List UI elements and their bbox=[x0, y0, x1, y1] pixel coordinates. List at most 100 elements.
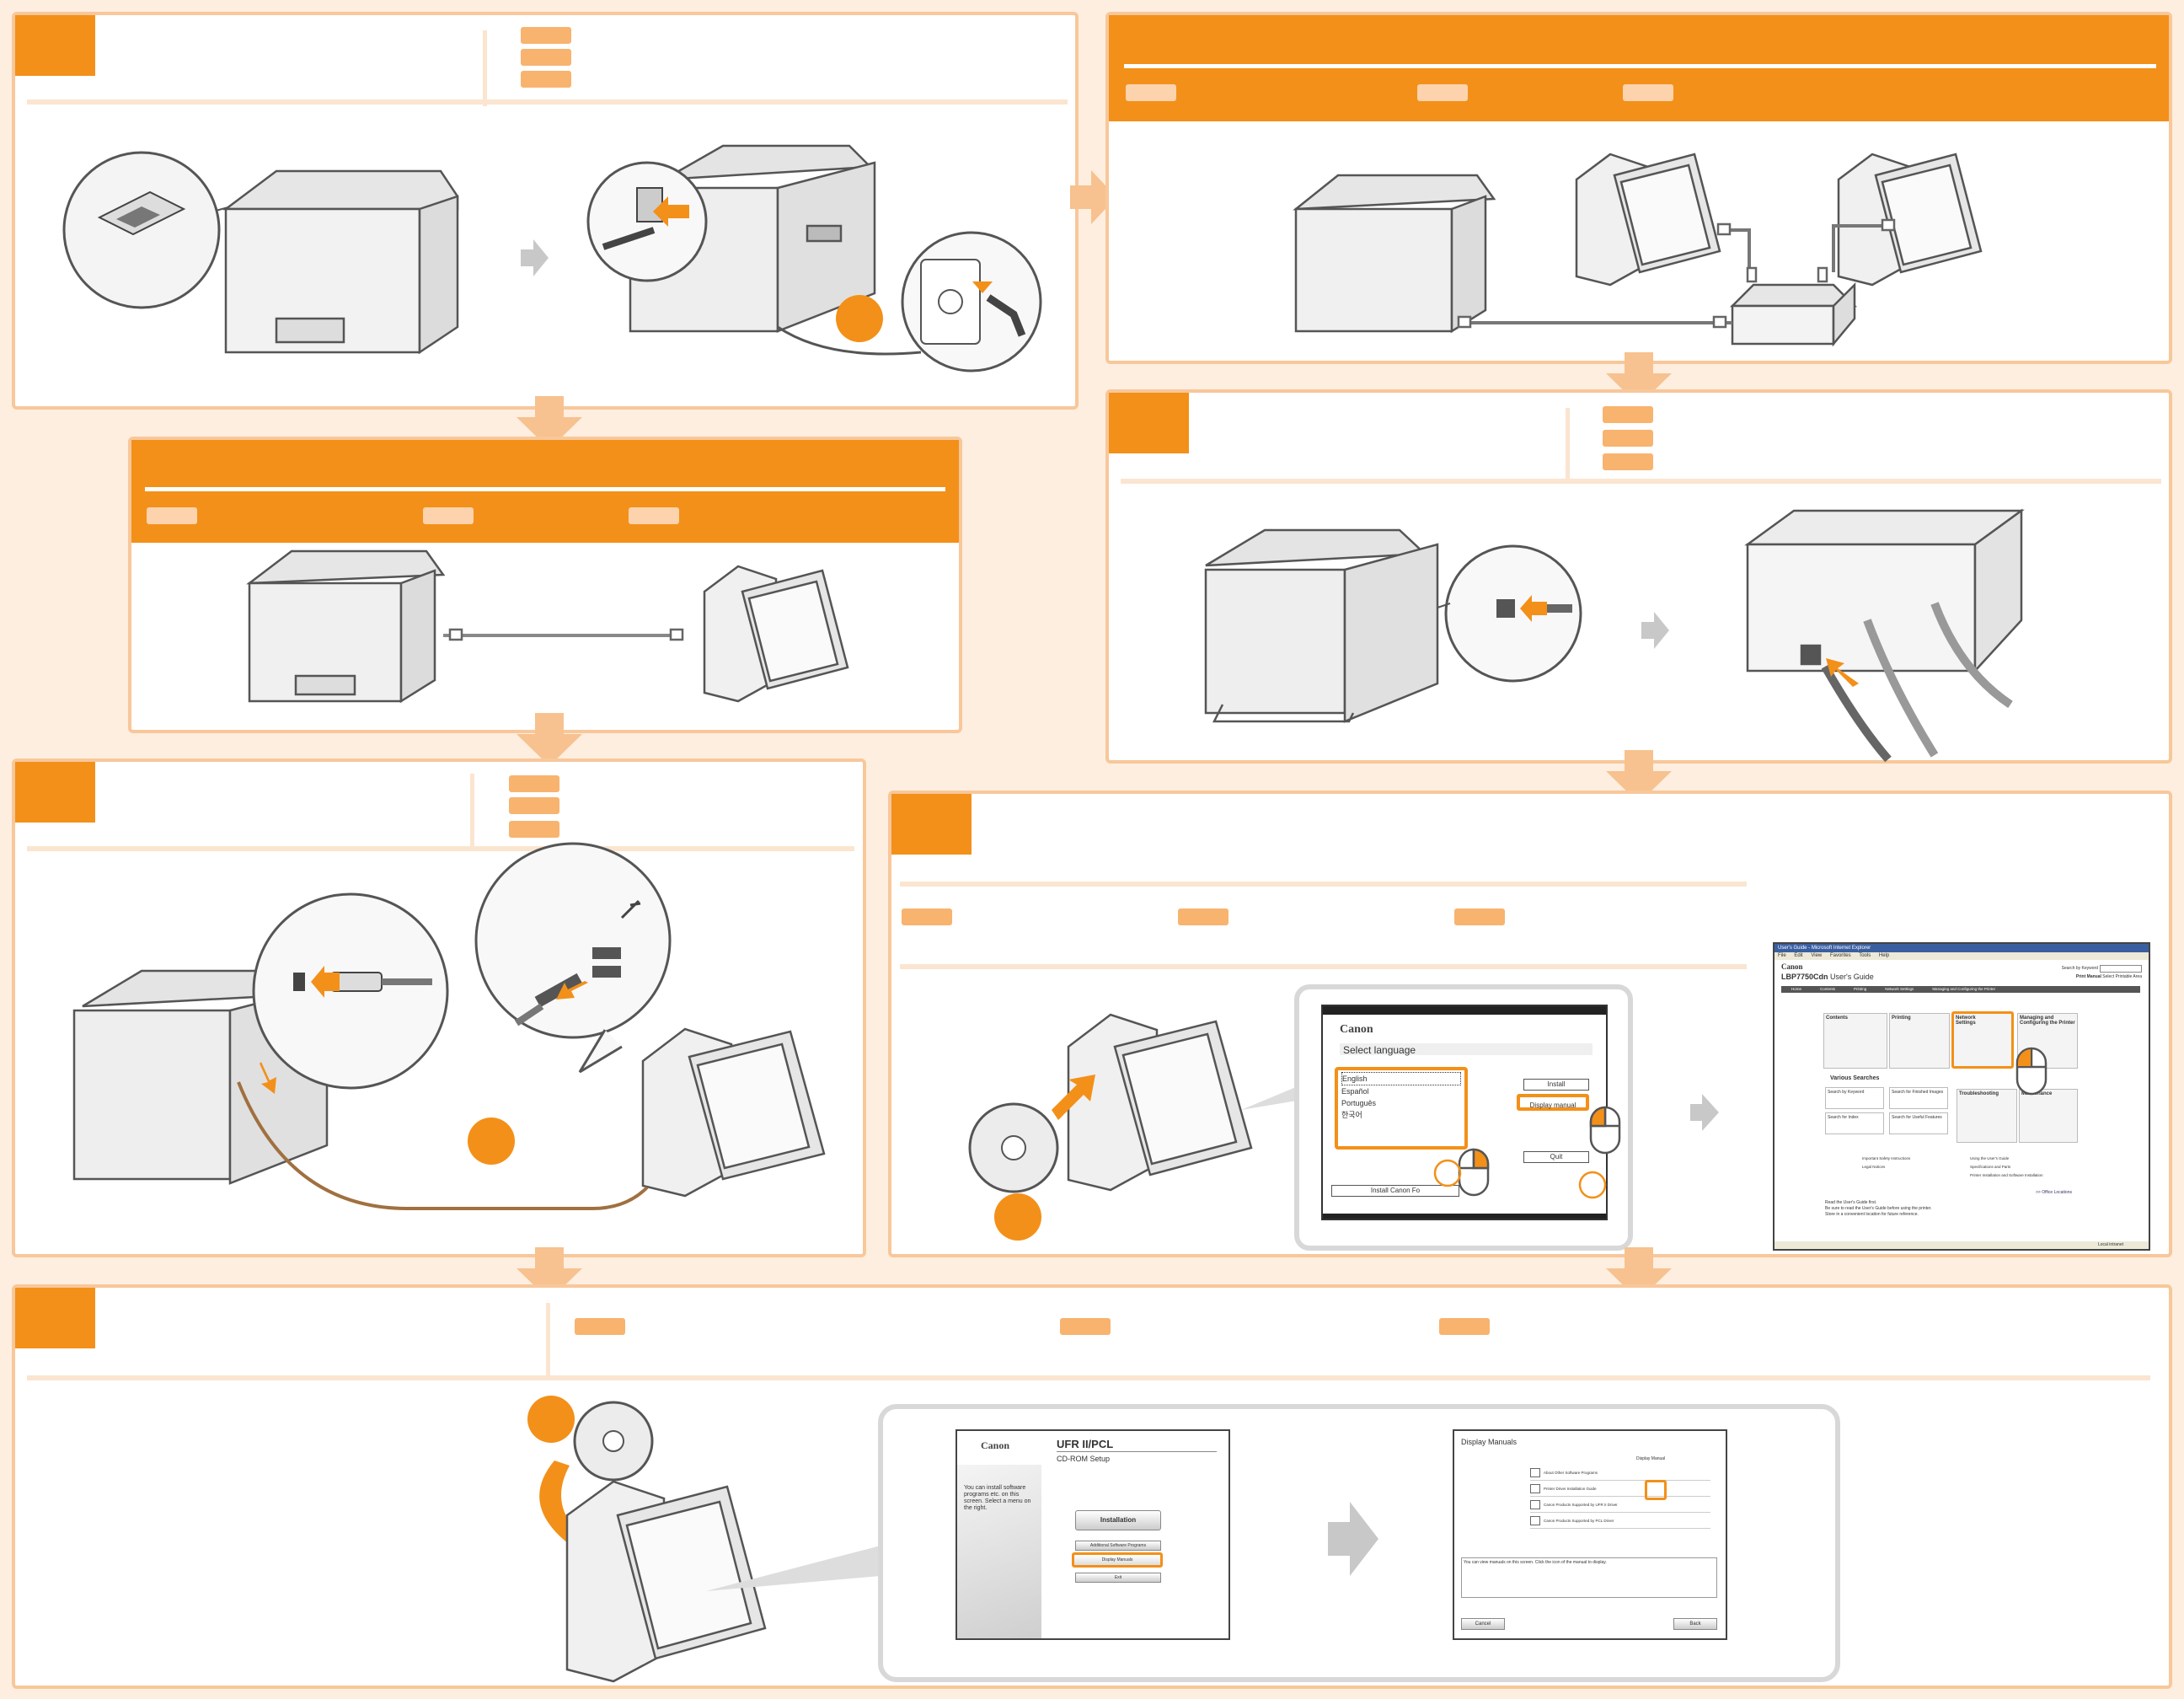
manual-title: Canon Products Supported by PCL Driver bbox=[1544, 1518, 1614, 1523]
language-option[interactable]: English bbox=[1341, 1072, 1461, 1085]
flow-arrow-down bbox=[1606, 750, 1672, 803]
link[interactable]: Using the User's Guide bbox=[1970, 1156, 2010, 1160]
search-label: Search by Keyword bbox=[2061, 966, 2098, 971]
next-arrow bbox=[1328, 1502, 1378, 1576]
search-tile[interactable]: Search for Useful Features bbox=[1889, 1112, 1948, 1134]
insert-arrow-icon bbox=[311, 966, 340, 998]
quit-button[interactable]: Quit bbox=[1523, 1151, 1589, 1163]
menu-item[interactable]: Tools bbox=[1859, 953, 1871, 958]
label-marker bbox=[575, 1318, 625, 1335]
open-manual-icon[interactable] bbox=[1645, 1480, 1667, 1500]
plug-arrow-icon bbox=[972, 281, 993, 293]
label-marker bbox=[521, 49, 571, 66]
manual-title: Canon Products Supported by UFR II Drive… bbox=[1544, 1502, 1618, 1507]
lan-illustration bbox=[1204, 508, 2025, 763]
link[interactable]: Legal Notices bbox=[1862, 1165, 1886, 1169]
window-title: User's Guide - Microsoft Internet Explor… bbox=[1778, 946, 1871, 951]
additional-software-button[interactable]: Additional Software Programs bbox=[1075, 1541, 1161, 1551]
tile-label: Printing bbox=[1892, 1016, 1911, 1021]
tile-printing[interactable]: Printing bbox=[1889, 1013, 1950, 1069]
dialog-title: Display Manuals bbox=[1461, 1438, 1518, 1446]
display-manuals-dialog: Display Manuals Display Manual About Oth… bbox=[1453, 1429, 1727, 1640]
step-panel-cdrom-setup: Canon UFR II/PCL CD-ROM Setup You can in… bbox=[12, 1284, 2172, 1689]
usb-symbol-icon bbox=[620, 899, 641, 919]
back-button[interactable]: Back bbox=[1673, 1618, 1717, 1630]
installation-button[interactable]: Installation bbox=[1075, 1510, 1161, 1530]
separator bbox=[546, 1303, 550, 1375]
insert-arrow-icon bbox=[260, 1062, 276, 1094]
tile-troubleshooting[interactable]: Troubleshooting bbox=[1956, 1089, 2017, 1143]
header-line bbox=[145, 487, 945, 491]
menu-item[interactable]: File bbox=[1778, 953, 1786, 958]
menu-item[interactable]: Help bbox=[1878, 953, 1890, 958]
tile-network-settings[interactable]: Network Settings bbox=[1951, 1011, 2014, 1069]
printer bbox=[1293, 174, 1496, 334]
flow-arrow-down bbox=[1606, 352, 1672, 405]
status-text: Local intranet bbox=[2097, 1242, 2123, 1247]
status-bar: Local intranet bbox=[1774, 1241, 2149, 1249]
step-number-tab bbox=[15, 15, 95, 76]
insert-arrow-icon bbox=[653, 196, 689, 227]
printer bbox=[246, 549, 446, 704]
exit-button[interactable]: Exit bbox=[1075, 1573, 1161, 1583]
computer bbox=[703, 565, 849, 703]
display-manual-button[interactable]: Display manual bbox=[1517, 1094, 1589, 1111]
menu-item[interactable]: Edit bbox=[1794, 953, 1803, 958]
screen-callout: Canon UFR II/PCL CD-ROM Setup You can in… bbox=[878, 1404, 1840, 1682]
search-tile[interactable]: Search for Index bbox=[1825, 1112, 1884, 1134]
link[interactable]: Specifications and Parts bbox=[1970, 1165, 2011, 1169]
tile-label: Contents bbox=[1826, 1016, 1848, 1021]
menu-item[interactable]: View bbox=[1811, 953, 1823, 958]
search-tile[interactable]: Search for Finished Images bbox=[1889, 1087, 1948, 1109]
step-number-tab bbox=[891, 794, 972, 855]
cdrom-setup-screen: Canon UFR II/PCL CD-ROM Setup You can in… bbox=[956, 1429, 1230, 1640]
label-marker bbox=[423, 507, 474, 524]
search-input[interactable] bbox=[2100, 965, 2142, 973]
manual-icon bbox=[1530, 1467, 1540, 1477]
flow-arrow-right bbox=[1070, 170, 1116, 224]
language-list[interactable]: English Español Português 한국어 bbox=[1335, 1067, 1468, 1150]
separator bbox=[470, 774, 474, 846]
header-rule bbox=[1121, 479, 2161, 484]
tab-contents[interactable]: Contents bbox=[1820, 987, 1836, 991]
tab-printing[interactable]: Printing bbox=[1854, 987, 1867, 991]
manual-title: About Other Software Programs bbox=[1544, 1470, 1598, 1475]
language-option[interactable]: Português bbox=[1341, 1099, 1377, 1107]
search-tile[interactable]: Search by Keyword bbox=[1825, 1087, 1884, 1109]
cancel-button[interactable]: Cancel bbox=[1461, 1618, 1505, 1630]
install-button[interactable]: Install bbox=[1523, 1079, 1589, 1091]
description-text: screen. Select a menu on bbox=[964, 1498, 1031, 1504]
product-name: LBP7750Cdn bbox=[1781, 973, 1828, 981]
tab-managing[interactable]: Managing and Configuring the Printer bbox=[1932, 987, 1996, 991]
insert-arrow-icon bbox=[1520, 595, 1547, 622]
display-manuals-button[interactable]: Display Manuals bbox=[1072, 1552, 1163, 1568]
header-rule bbox=[27, 1375, 2150, 1380]
office-locations-link[interactable]: >> Office Locations bbox=[2036, 1190, 2072, 1195]
install-fonts-button[interactable]: Install Canon Fo bbox=[1331, 1185, 1459, 1197]
tile-contents[interactable]: Contents bbox=[1823, 1013, 1887, 1069]
step-number-tab bbox=[1109, 393, 1189, 453]
step-badge bbox=[527, 1396, 575, 1443]
language-option[interactable]: 한국어 bbox=[1341, 1111, 1362, 1119]
language-option[interactable]: Español bbox=[1341, 1087, 1369, 1096]
manual-title: Printer Driver Installation Guide bbox=[1544, 1486, 1597, 1491]
print-manual-label[interactable]: Print Manual bbox=[2075, 974, 2101, 979]
column-header: Display Manual bbox=[1636, 1456, 1666, 1461]
print-area-select[interactable]: Select Printable Area bbox=[2102, 974, 2142, 979]
label-marker bbox=[1603, 430, 1653, 447]
link[interactable]: Printer Installation and Software Instal… bbox=[1970, 1173, 2043, 1177]
step-number-tab bbox=[15, 762, 95, 823]
header-rule bbox=[27, 846, 854, 851]
canon-logo: Canon bbox=[981, 1439, 1010, 1451]
manual-icon bbox=[1530, 1483, 1540, 1493]
tab-home[interactable]: Home bbox=[1791, 987, 1802, 991]
insert-arrow-icon bbox=[1826, 658, 1859, 687]
printer-front bbox=[222, 169, 459, 355]
step-panel-usb-cable bbox=[12, 758, 866, 1257]
tab-network[interactable]: Network Settings bbox=[1885, 987, 1914, 991]
manual-row: Canon Products Supported by UFR II Drive… bbox=[1530, 1497, 1710, 1513]
menu-item[interactable]: Favorites bbox=[1829, 953, 1851, 958]
link[interactable]: Important Safety Instructions bbox=[1862, 1156, 1911, 1160]
manual-row: Printer Driver Installation Guide bbox=[1530, 1481, 1710, 1497]
label-marker bbox=[1603, 453, 1653, 470]
